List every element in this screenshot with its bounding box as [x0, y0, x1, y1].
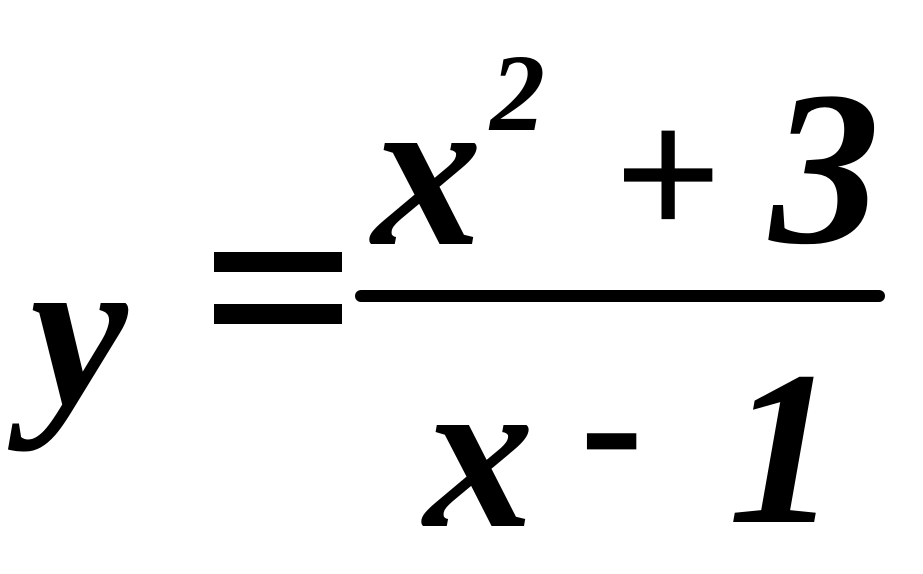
formula: y x 2 + 3 x - 1 — [30, 32, 885, 562]
equals-bar-bottom — [214, 304, 342, 324]
equals-sign — [214, 252, 342, 324]
numerator-constant: 3 — [770, 46, 880, 290]
numerator-exponent: 2 — [490, 32, 545, 154]
denominator-constant: 1 — [728, 326, 838, 570]
lhs-variable-y: y — [30, 208, 128, 452]
denominator-variable-x: x — [424, 330, 534, 574]
fraction-bar — [355, 290, 885, 302]
numerator-variable-x: x — [372, 48, 482, 292]
denominator-minus-operator: - — [580, 318, 644, 528]
numerator-plus-operator: + — [614, 70, 723, 280]
equals-bar-top — [214, 252, 342, 272]
